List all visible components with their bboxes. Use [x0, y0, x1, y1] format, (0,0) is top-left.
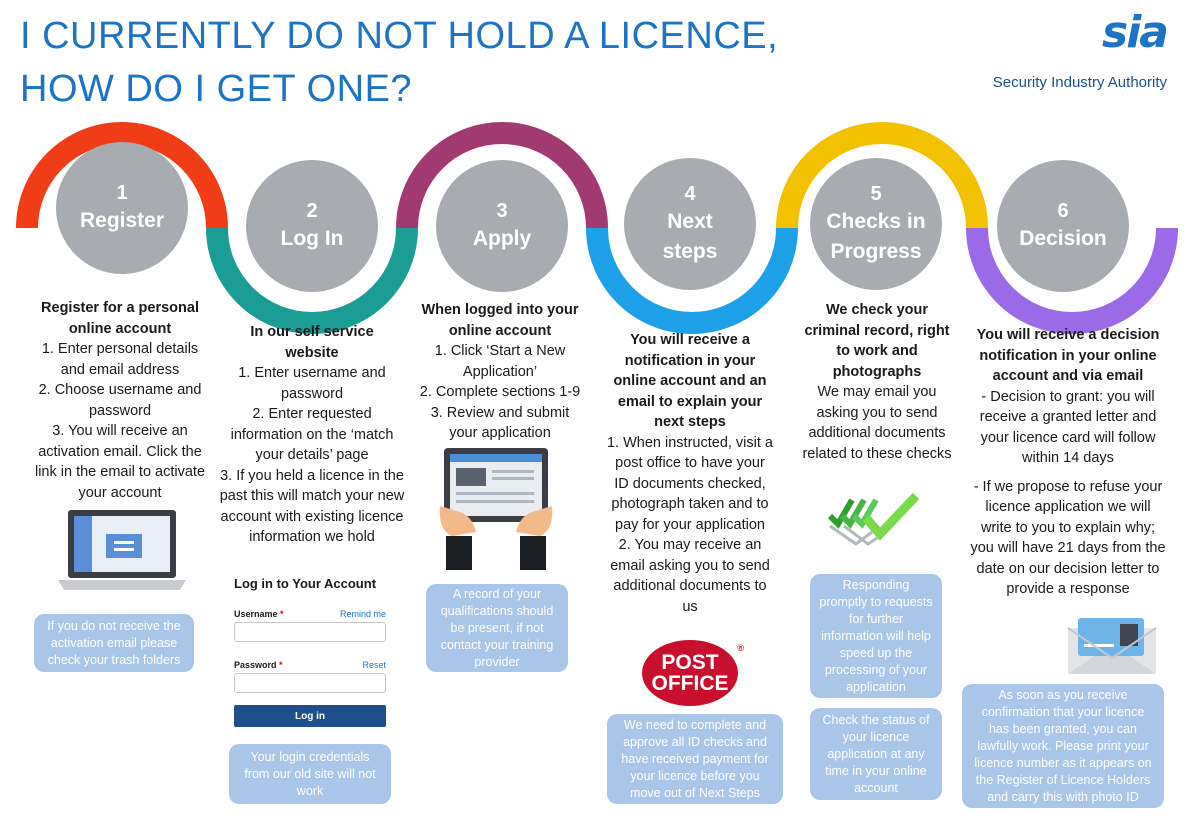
- arc-step-6: [966, 227, 1178, 334]
- step-4-line: 1. When instructed, visit a post office …: [606, 434, 773, 533]
- envelope-licence-card-icon: [1067, 618, 1157, 674]
- step-5-note: Responding promptly to requests for furt…: [810, 574, 942, 698]
- page-title: I CURRENTLY DO NOT HOLD A LICENCE, HOW D…: [20, 10, 778, 116]
- step-2-circle: 2 Log In: [246, 160, 378, 292]
- password-label-text: Password: [234, 660, 277, 670]
- step-1-number: 1: [116, 182, 128, 204]
- step-3-circle: 3 Apply: [436, 160, 568, 292]
- step-1-heading: Register for a personal online account: [41, 300, 199, 337]
- password-input[interactable]: [234, 673, 386, 693]
- step-3-title: Apply: [472, 227, 532, 250]
- step-6-description: You will receive a decision notification…: [970, 325, 1166, 600]
- password-label: Password *: [234, 660, 283, 670]
- arc-step-5: [776, 122, 988, 229]
- step-1-title: Register: [79, 209, 165, 232]
- step-3-description: When logged into your online account 1. …: [410, 300, 590, 444]
- step-5-description: We check your criminal record, right to …: [798, 300, 956, 464]
- title-line-1: I CURRENTLY DO NOT HOLD A LICENCE,: [20, 15, 779, 57]
- step-1-note: If you do not receive the activation ema…: [34, 614, 194, 672]
- step-2-number: 2: [306, 200, 318, 222]
- step-6-heading: You will receive a decision notification…: [976, 327, 1160, 384]
- step-5-title: Checks in Progress: [826, 210, 926, 263]
- login-form-illustration: Log in to Your Account Username * Remind…: [234, 576, 386, 727]
- laptop-icon: [58, 510, 186, 590]
- step-2-line: 3. If you held a licence in the past thi…: [219, 467, 405, 546]
- step-1-line: 3. You will receive an activation email.…: [34, 423, 206, 501]
- password-row: Password * Reset: [234, 660, 386, 670]
- arc-step-4: [586, 227, 798, 334]
- logo-mark: sia: [1102, 7, 1169, 58]
- step-6-title: Decision: [1019, 227, 1107, 250]
- step-3-heading: When logged into your online account: [421, 302, 579, 339]
- step-4-circle: 4 Next steps: [624, 158, 756, 290]
- step-4-description: You will receive a notification in your …: [606, 330, 774, 617]
- log-in-button[interactable]: Log in: [234, 705, 386, 727]
- step-2-line: 2. Enter requested information on the ‘m…: [230, 406, 394, 463]
- username-label: Username *: [234, 609, 284, 619]
- required-mark: *: [279, 660, 283, 670]
- step-1-circle: 1 Register: [56, 142, 188, 274]
- step-2-heading: In our self service website: [250, 324, 374, 361]
- step-3-line: 1. Click ‘Start a New Application’: [434, 343, 566, 380]
- step-2-title: Log In: [280, 227, 344, 250]
- username-input[interactable]: [234, 622, 386, 642]
- username-row: Username * Remind me: [234, 609, 386, 619]
- step-6-number: 6: [1057, 200, 1069, 222]
- step-3-line: 3. Review and submit your application: [430, 404, 570, 442]
- remind-me-link[interactable]: Remind me: [339, 609, 386, 619]
- step-1-line: 2. Choose username and password: [38, 382, 202, 419]
- step-6-line: - If we propose to refuse your licence a…: [970, 478, 1166, 598]
- login-form-title: Log in to Your Account: [234, 576, 377, 591]
- step-2-note: Your login credentials from our old site…: [229, 744, 391, 804]
- reset-link[interactable]: Reset: [362, 660, 386, 670]
- step-1-line: 1. Enter personal details and email addr…: [41, 341, 199, 378]
- registered-mark: ®: [737, 643, 744, 653]
- sia-logo: sia Security Industry Authority: [992, 7, 1169, 92]
- step-5-circle: 5 Checks in Progress: [810, 158, 942, 290]
- post-office-line-1: POST: [661, 651, 719, 674]
- step-5-note-2: Check the status of your licence applica…: [810, 708, 942, 800]
- step-4-number: 4: [684, 183, 696, 205]
- required-mark: *: [280, 609, 284, 619]
- step-4-title: Next steps: [662, 210, 718, 263]
- step-6-line: - Decision to grant: you will receive a …: [979, 388, 1157, 467]
- post-office-logo: POST OFFICE ®: [642, 640, 744, 706]
- step-6-note: As soon as you receive confirmation that…: [962, 684, 1164, 808]
- step-5-line: We may email you asking you to send addi…: [802, 384, 952, 462]
- post-office-line-2: OFFICE: [651, 672, 729, 695]
- step-6-circle: 6 Decision: [997, 160, 1129, 292]
- step-3-line: 2. Complete sections 1-9: [419, 384, 581, 400]
- step-5-number: 5: [870, 183, 882, 205]
- step-4-note: We need to complete and approve all ID c…: [607, 714, 783, 804]
- step-4-heading: You will receive a notification in your …: [613, 332, 767, 430]
- checkmarks-icon: [827, 492, 920, 546]
- step-3-note: A record of your qualifications should b…: [426, 584, 568, 672]
- username-label-text: Username: [234, 609, 278, 619]
- step-1-description: Register for a personal online account 1…: [30, 298, 210, 503]
- tablet-hands-icon: [439, 448, 553, 570]
- step-3-number: 3: [496, 200, 508, 222]
- step-5-heading: We check your criminal record, right to …: [804, 302, 950, 380]
- step-2-description: In our self service website 1. Enter use…: [214, 322, 410, 548]
- arc-step-1: [16, 122, 228, 229]
- title-line-2: HOW DO I GET ONE?: [20, 68, 413, 110]
- arc-step-3: [396, 122, 608, 229]
- logo-name: Security Industry Authority: [992, 74, 1167, 91]
- step-4-line: 2. You may receive an email asking you t…: [610, 537, 770, 615]
- step-2-line: 1. Enter username and password: [238, 365, 386, 402]
- arc-step-2: [206, 227, 418, 334]
